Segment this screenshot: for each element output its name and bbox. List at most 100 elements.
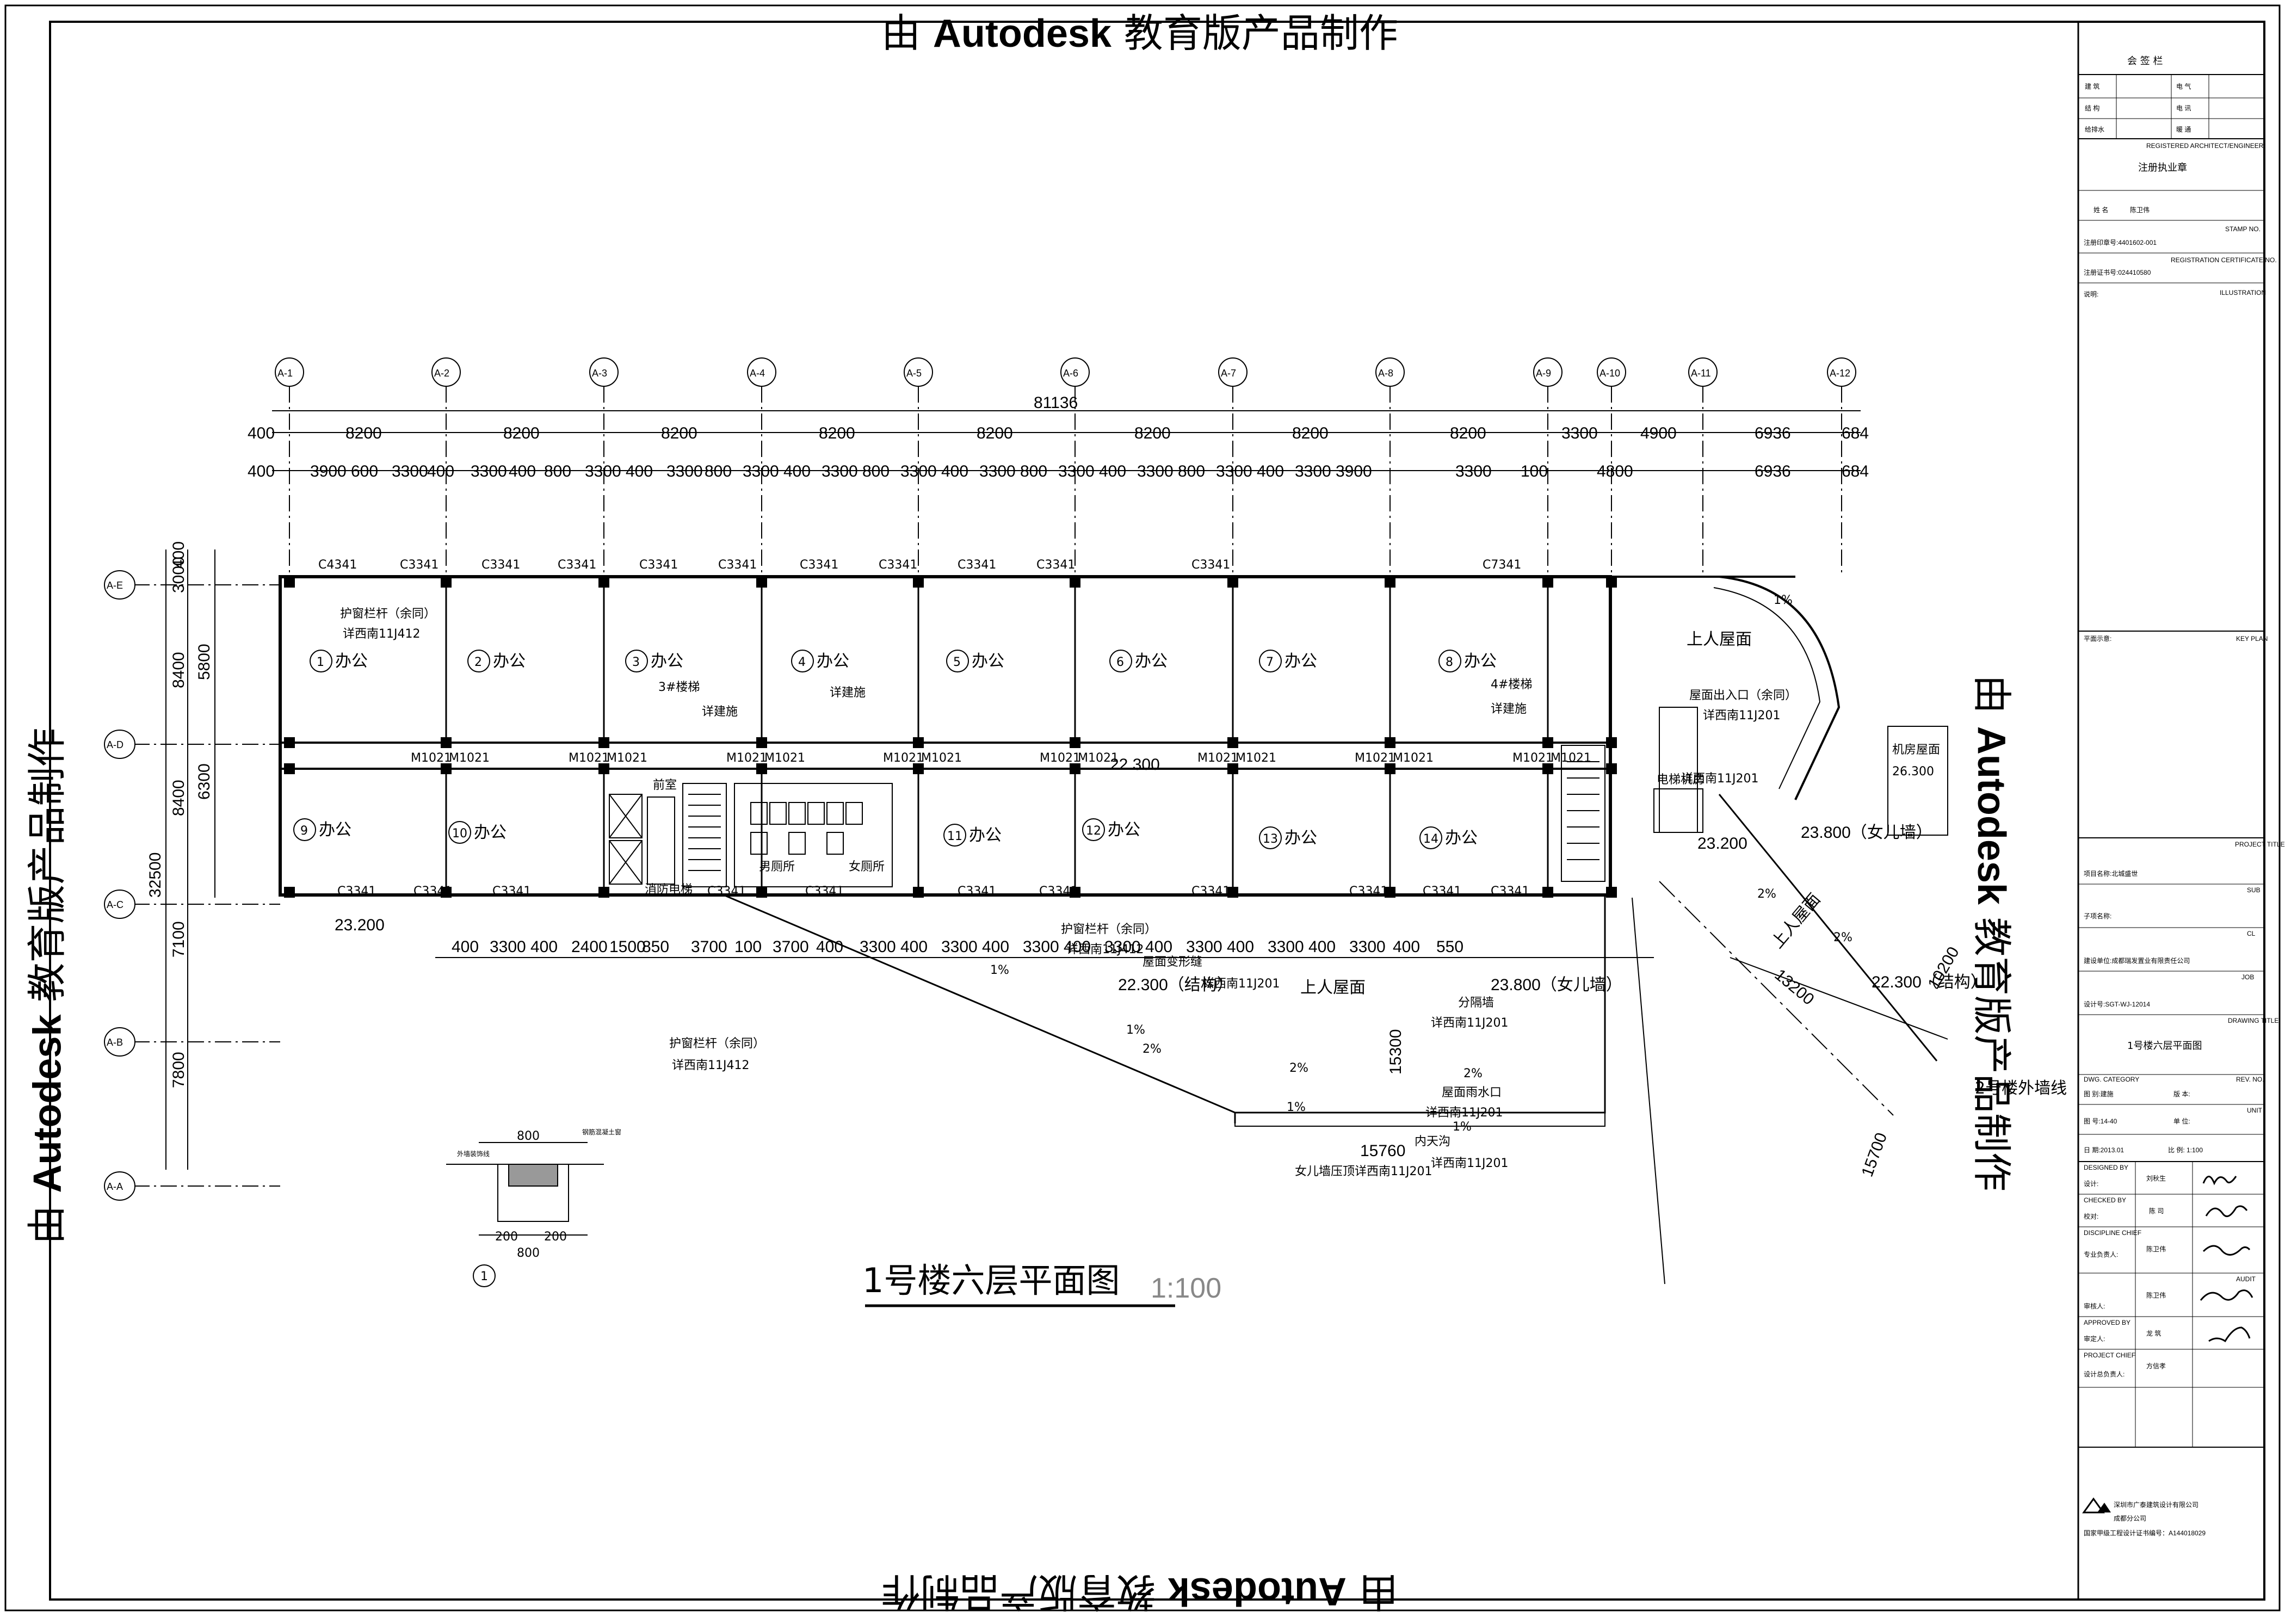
dim-row2-value: 3900: [1336, 462, 1372, 480]
dim-row2-value: 6936: [1755, 462, 1791, 480]
room-number: 1: [317, 656, 324, 669]
signature-disc: [2202, 1245, 2251, 1256]
ref-11j412-3: 详西南11J412: [672, 1059, 749, 1072]
axis-bubble-top: [1688, 357, 1718, 387]
axis-bubble-top: [1060, 357, 1090, 387]
dim-bottom-value: 850: [642, 938, 669, 956]
door-tag: M1021: [1197, 751, 1238, 765]
window-tag: C3341: [413, 885, 452, 898]
unit: 单 位:: [2173, 1117, 2190, 1125]
dim-bottom-value: 3300: [941, 938, 978, 956]
room-name: 办公: [972, 652, 1004, 671]
room-number: 14: [1423, 832, 1438, 846]
slope-1pct-d: 1%: [1126, 1023, 1145, 1037]
reg-en: REGISTERED ARCHITECT/ENGINEER: [2146, 142, 2264, 150]
dim-bottom-value: 400: [900, 938, 928, 956]
sub-en: SUB: [2247, 886, 2261, 894]
door-tag: M1021: [1512, 751, 1553, 765]
dim-bottom-value: 3300: [490, 938, 526, 956]
dim-row2-value: 400: [1257, 462, 1284, 480]
watermark-right: 由 Autodesk 教育版产品制作: [1969, 675, 2015, 1191]
tb-row2-a: 结 构: [2085, 104, 2099, 112]
dim-left-8400b: 8400: [170, 780, 188, 816]
unit-en: UNIT: [2247, 1107, 2263, 1114]
level-22300-c: 22.300（结构）: [1872, 973, 1987, 991]
dim-row1-value: 3300: [1561, 424, 1598, 442]
drawing-title: 1号楼六层平面图: [862, 1261, 1120, 1300]
dim-bottom-value: 550: [1436, 938, 1463, 956]
axis-label-top: A-7: [1221, 368, 1236, 379]
countersign-title: 会 签 栏: [2127, 55, 2163, 67]
window-tag: C3341: [492, 885, 531, 898]
dim-row2-value: 3300: [1295, 462, 1331, 480]
dim-row1-value: 8200: [1292, 424, 1329, 442]
checked-en: CHECKED BY: [2084, 1196, 2126, 1204]
job-no: 设计号:SGT-WJ-12014: [2084, 1001, 2150, 1008]
room-number: 9: [300, 824, 308, 838]
project-name: 项目名称:北城盛世: [2084, 869, 2138, 878]
guard-rail-note-2: 护窗栏杆（余同）: [1061, 923, 1157, 936]
dim-row2-value: 100: [1521, 462, 1548, 480]
column: [1606, 577, 1617, 588]
slope-2pct-b: 2%: [1289, 1061, 1308, 1075]
room-number-circle: [310, 650, 332, 672]
axis-label-top: A-8: [1378, 368, 1393, 379]
dim-left-5800: 5800: [195, 644, 213, 680]
window-tag: C3341: [1191, 885, 1230, 898]
dim-row2-value: 800: [1020, 462, 1047, 480]
dim-15700: 15700: [1858, 1131, 1891, 1180]
dim-left-32500: 32500: [146, 853, 164, 898]
dim-row2-value: 3900: [310, 462, 347, 480]
dim-row2-value: 3300: [666, 462, 703, 480]
dim-left-400: 400: [170, 541, 188, 569]
axis-label-top: A-12: [1830, 368, 1850, 379]
room-name: 办公: [1464, 652, 1497, 671]
axis-bubble-top: [1218, 357, 1248, 387]
signature-designer: [2202, 1176, 2237, 1185]
window-tag: C3341: [1349, 885, 1388, 898]
slope-1pct-e: 1%: [1774, 594, 1793, 607]
slope-2pct-d: 2%: [1757, 887, 1776, 901]
dim-row2-value: 600: [351, 462, 378, 480]
dim-row2-value: 3300: [1058, 462, 1095, 480]
dim-bottom-value: 400: [816, 938, 843, 956]
door-tag: M1021: [1236, 751, 1276, 765]
ref-11j412-1: 详西南11J412: [343, 627, 420, 641]
window-tag: C3341: [639, 558, 678, 572]
ref-11j201-5: 详西南11J201: [1425, 1106, 1503, 1120]
dim-15300: 15300: [1387, 1029, 1405, 1075]
dim-total: 81136: [1034, 394, 1078, 412]
ref-11j201-2: 详西南11J201: [1681, 772, 1758, 786]
window-tag: C3341: [481, 558, 520, 572]
drawing-scale: 1:100: [1151, 1273, 1221, 1304]
inner-gutter: 内天沟: [1415, 1135, 1450, 1148]
room-name: 办公: [474, 823, 507, 842]
window-tag: C3341: [800, 558, 838, 572]
designed-label: 设计:: [2084, 1180, 2098, 1188]
axis-label-top: A-1: [277, 368, 293, 379]
room-name: 办公: [969, 826, 1002, 845]
door-tag: M1021: [883, 751, 924, 765]
date: 日 期:2013.01: [2084, 1146, 2124, 1154]
dim-left-3000: 3000: [170, 557, 188, 593]
key-plan-label: 平面示意:: [2084, 634, 2111, 643]
guard-rail-note-1: 护窗栏杆（余同）: [340, 607, 436, 621]
window-tag: C3341: [879, 558, 917, 572]
proj-chief-name: 方信孝: [2146, 1362, 2166, 1370]
dim-bottom-value: 400: [1393, 938, 1420, 956]
approver-name: 龙 筑: [2146, 1329, 2161, 1337]
room-name: 办公: [817, 652, 849, 671]
slope-1pct-a: 1%: [1287, 1101, 1306, 1114]
column: [1606, 737, 1617, 748]
window-tag: C3341: [718, 558, 757, 572]
detail-ref-2: 详建施: [830, 686, 866, 700]
axis-grid-left: A-EA-DA-CA-BA-A: [104, 570, 280, 1201]
dim-row2-value: 3300: [1137, 462, 1174, 480]
dim-row2-value: 3300: [1216, 462, 1252, 480]
dim-row2-value: 3300: [1455, 462, 1492, 480]
toilet-core: [734, 783, 893, 887]
axis-bubble-top: [431, 357, 461, 387]
axis-bubble-left: [104, 730, 135, 759]
building2-line: 2号楼外墙线: [1975, 1079, 2067, 1098]
